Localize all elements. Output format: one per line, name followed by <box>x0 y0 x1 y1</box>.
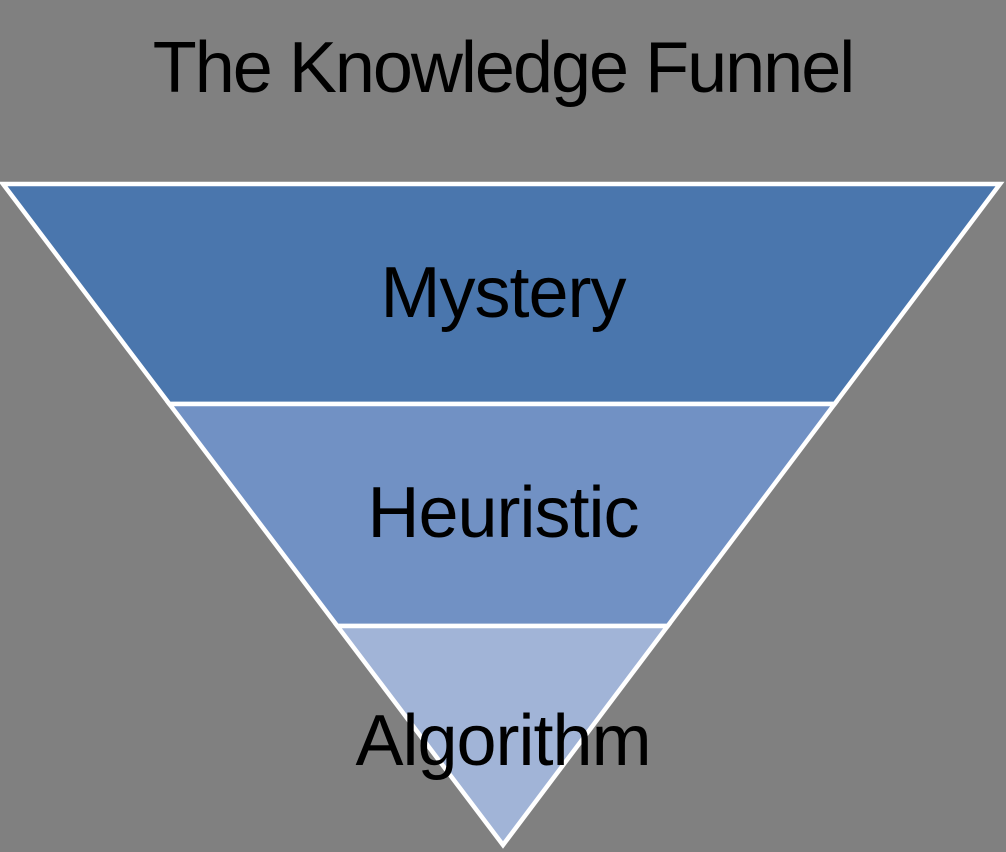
funnel-segment-algorithm <box>332 623 673 849</box>
funnel-label-heuristic: Heuristic <box>367 473 639 553</box>
funnel-label-algorithm: Algorithm <box>355 701 651 781</box>
funnel-label-mystery: Mystery <box>380 253 627 333</box>
page-title: The Knowledge Funnel <box>152 28 856 108</box>
